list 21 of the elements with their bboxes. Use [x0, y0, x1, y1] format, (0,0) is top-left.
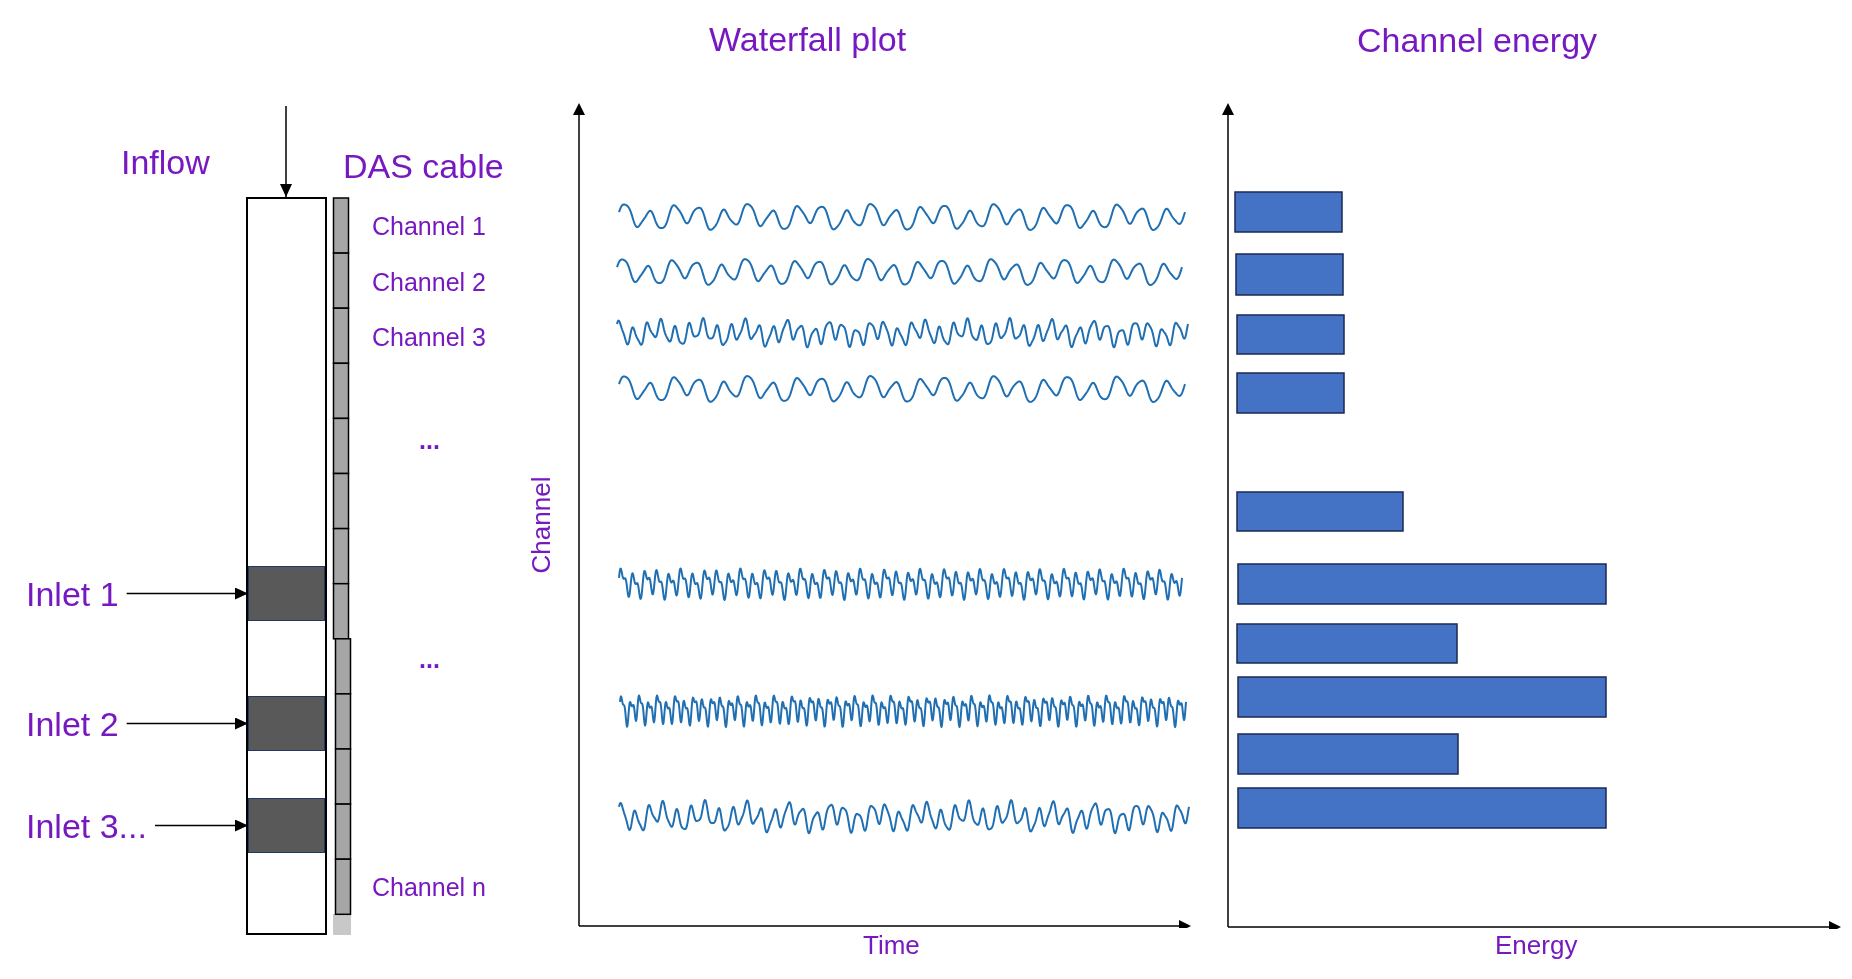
chart-title: Waterfall plot [709, 18, 907, 60]
edge-label: Inflow [121, 141, 210, 183]
axis-title: Time [863, 930, 920, 962]
channel-label: Channel 1 [372, 211, 486, 241]
ellipsis-mark: ... [419, 425, 440, 455]
inlet-label: Inlet 3... [26, 805, 147, 847]
ellipsis-mark: ... [419, 644, 440, 674]
inlet-label: Inlet 2 [26, 703, 119, 745]
inflow-arrow [280, 105, 292, 198]
chart-title: Channel energy [1357, 19, 1598, 61]
inlet-zone [248, 798, 325, 853]
channel-label: Channel 3 [372, 322, 486, 352]
inlet-zone [248, 566, 325, 621]
axis-title: Channel [526, 476, 558, 574]
cable-label: DAS cable [343, 145, 504, 187]
inlet-label: Inlet 1 [26, 573, 119, 615]
channel-label: Channel 2 [372, 267, 486, 297]
channel-label: Channel n [372, 872, 486, 902]
axis-title: Energy [1495, 930, 1578, 962]
wellbore [246, 197, 327, 935]
inlet-zone [248, 696, 325, 751]
